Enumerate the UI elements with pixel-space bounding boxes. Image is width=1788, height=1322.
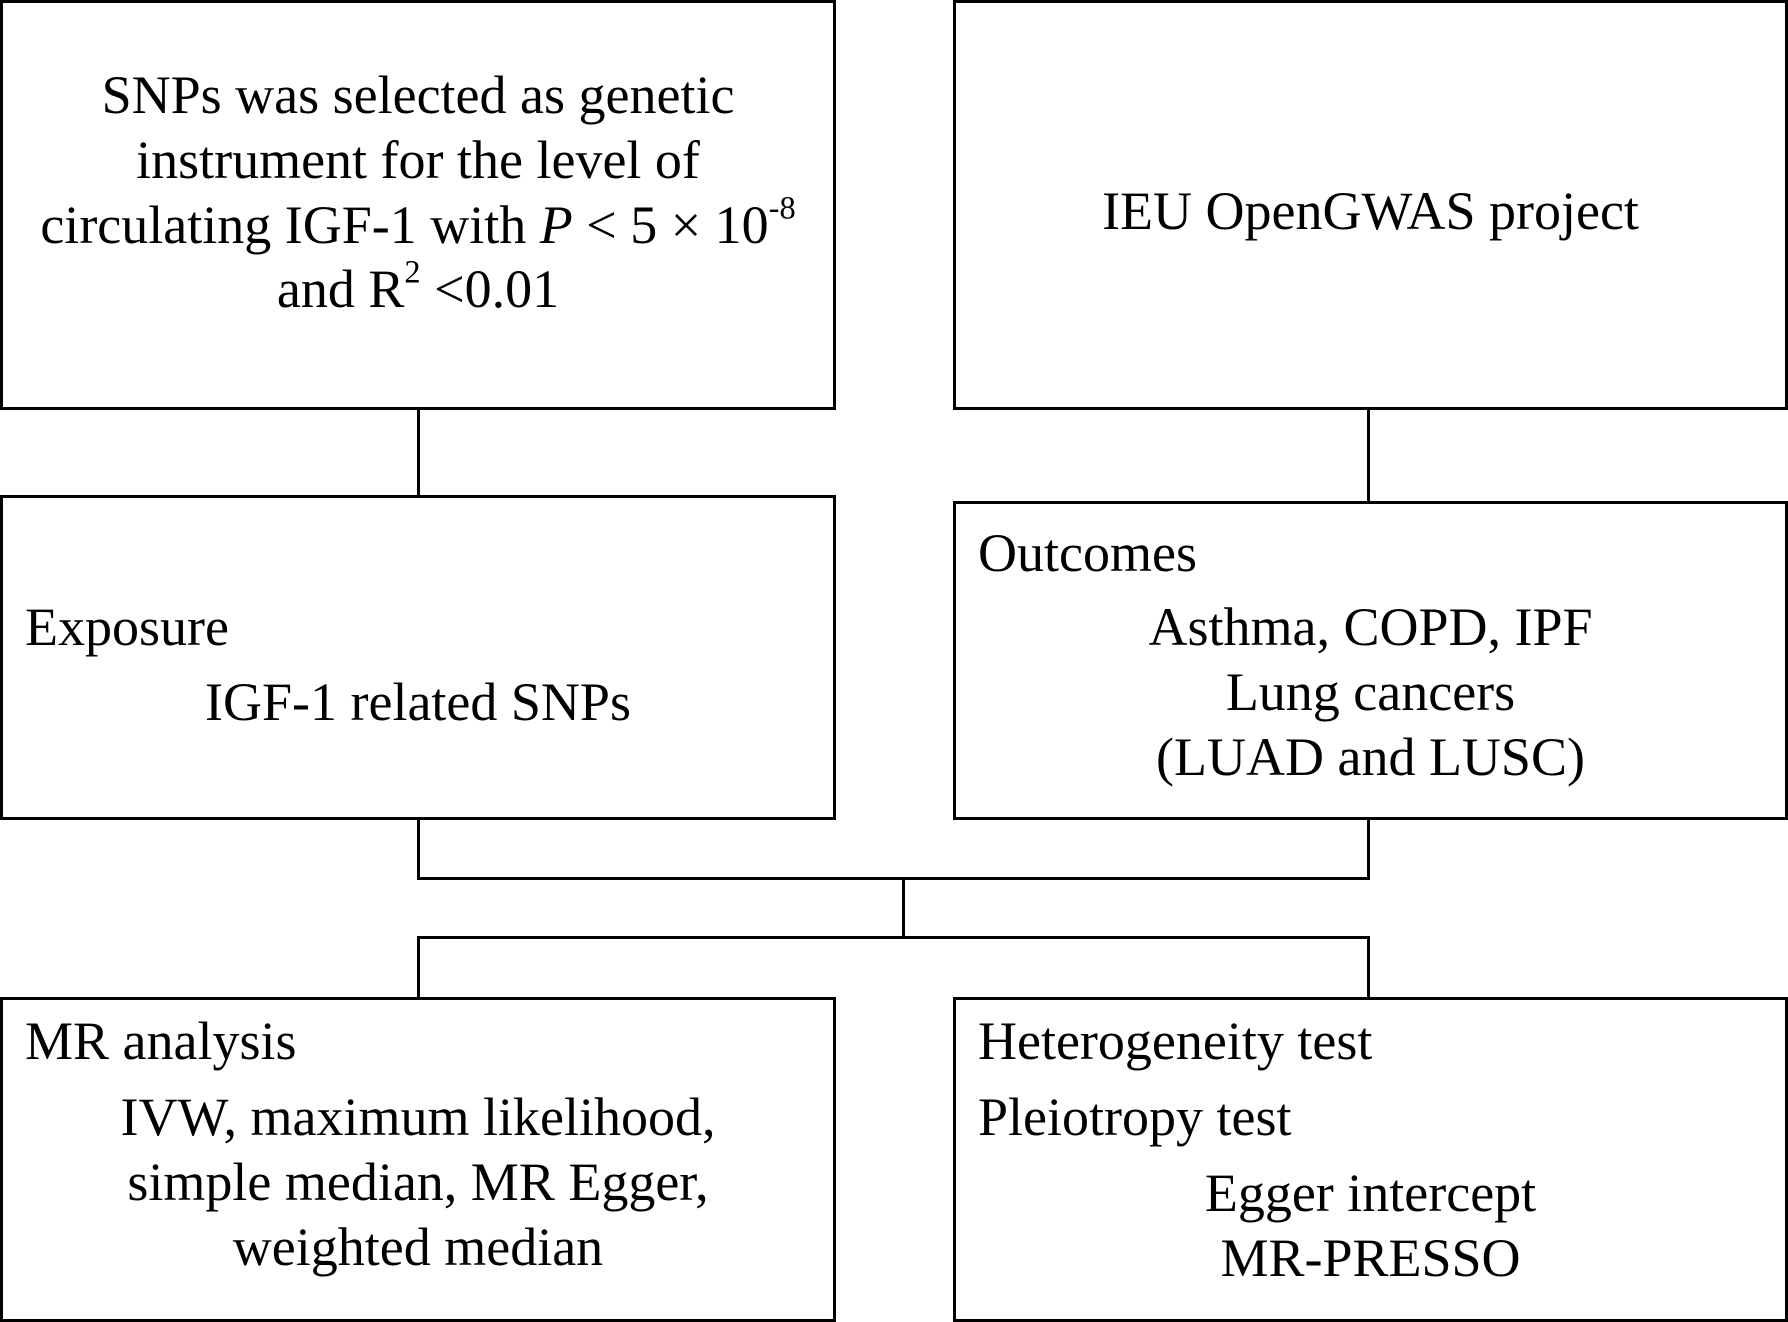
connector-to-mr [417,936,420,1000]
outcomes-box: Outcomes Asthma, COPD, IPF Lung cancers … [953,501,1788,820]
mr-methods-line-3: weighted median [232,1216,604,1277]
outcomes-line-1: Asthma, COPD, IPF [1148,597,1593,657]
pleiotropy-line-2: MR-PRESSO [1220,1227,1521,1288]
snp-selection-text: SNPs was selected as genetic instrument … [3,63,833,322]
snp-selection-line-4: and R2 <0.01 [3,257,833,322]
connector-merge-center [902,877,905,939]
outcomes-heading: Outcomes [978,523,1197,583]
connector-selection-to-exposure [417,407,420,498]
outcomes-detail: Asthma, COPD, IPF Lung cancers (LUAD and… [956,595,1785,789]
mr-methods-line-2: simple median, MR Egger, [127,1151,709,1212]
p-value-variable: P [539,194,573,255]
exposure-detail: IGF-1 related SNPs [205,672,631,732]
mr-methods-line-1: IVW, maximum likelihood, [120,1087,716,1147]
outcomes-line-2: Lung cancers [1225,661,1516,722]
line-4-suffix: <0.01 [420,259,560,320]
line-3-threshold: < 5 × 10 [572,194,769,255]
connector-exposure-down [417,817,420,880]
heterogeneity-heading: Heterogeneity test [978,1011,1373,1071]
outcomes-line-3: (LUAD and LUSC) [1156,726,1585,787]
exposure-heading: Exposure [25,597,229,657]
connector-merge-horizontal [417,877,1370,880]
mr-analysis-methods: IVW, maximum likelihood, simple median, … [3,1085,833,1279]
line-4-exponent: 2 [404,255,421,292]
snp-selection-box: SNPs was selected as genetic instrument … [0,0,836,410]
connector-outcomes-down [1367,817,1370,880]
pleiotropy-line-1: Egger intercept [1204,1163,1537,1223]
connector-split-horizontal [417,936,1370,939]
connector-to-tests [1367,936,1370,1000]
pleiotropy-methods: Egger intercept MR-PRESSO [956,1161,1785,1291]
snp-selection-line-1: SNPs was selected as genetic [101,65,735,125]
line-3-exponent: -8 [768,190,796,227]
pleiotropy-heading: Pleiotropy test [978,1087,1292,1147]
data-source-text: IEU OpenGWAS project [1102,181,1639,241]
exposure-box: Exposure IGF-1 related SNPs [0,495,836,820]
sensitivity-tests-box: Heterogeneity test Pleiotropy test Egger… [953,997,1788,1322]
data-source-box: IEU OpenGWAS project [953,0,1788,410]
snp-selection-line-2: instrument for the level of [136,129,700,190]
line-3-prefix: circulating IGF-1 with [40,194,540,255]
connector-source-to-outcomes [1367,407,1370,504]
line-4-prefix: and R [276,259,405,320]
mr-analysis-heading: MR analysis [25,1011,297,1071]
mr-analysis-box: MR analysis IVW, maximum likelihood, sim… [0,997,836,1322]
snp-selection-line-3: circulating IGF-1 with P < 5 × 10-8 [3,190,833,258]
